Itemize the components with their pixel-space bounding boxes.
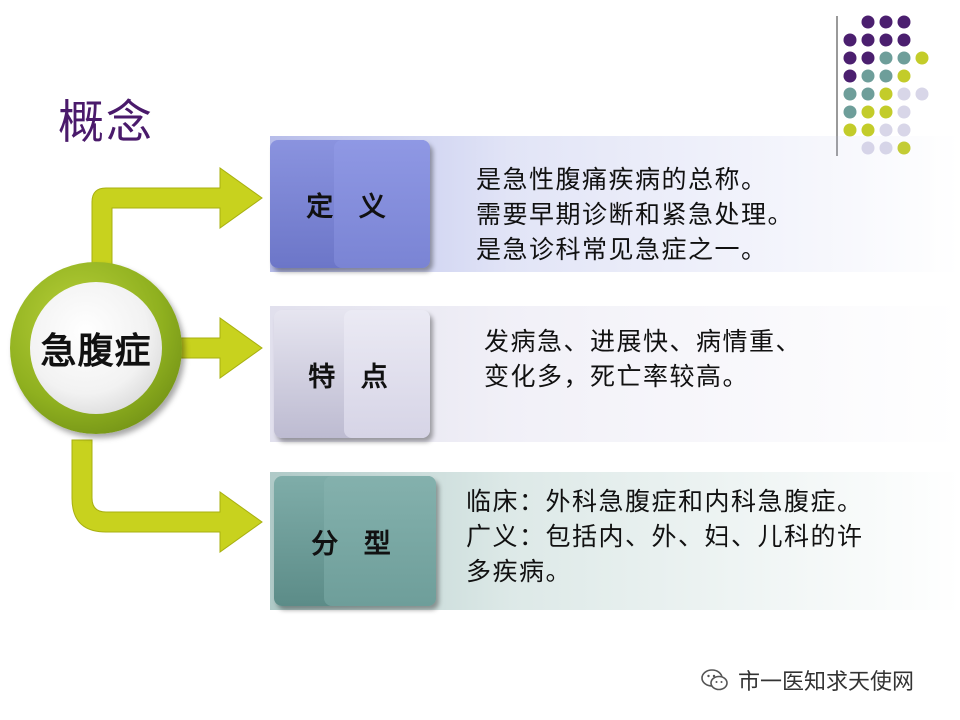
desc-types: 临床：外科急腹症和内科急腹症。 广义：包括内、外、妇、儿科的许 多疾病。 [466,487,864,586]
divider-line [836,16,838,156]
label-features: 特 点 [308,361,396,393]
decorative-dot [879,15,893,29]
decorative-dot [879,51,893,65]
decorative-dot [843,51,857,65]
decorative-dot [897,87,911,101]
label-box-features: 特 点 [274,310,430,438]
decorative-dot [843,87,857,101]
hub-label: 急腹症 [40,331,152,372]
decorative-dot [861,51,875,65]
decorative-dot [861,87,875,101]
decorative-dot [879,105,893,119]
decorative-dot [879,69,893,83]
label-box-types: 分 型 [274,476,436,606]
decorative-dot [843,33,857,47]
decorative-dot [879,33,893,47]
decorative-dot [897,51,911,65]
decorative-dot [897,105,911,119]
desc-features: 发病急、进展快、病情重、 变化多，死亡率较高。 [484,327,803,391]
decorative-dot [843,123,857,137]
watermark: 市一医知求天使网 [700,664,914,696]
decorative-dot-grid [843,15,929,155]
hub-circle: 急腹症 [10,262,182,434]
decorative-dot [915,51,929,65]
decorative-dot [843,105,857,119]
decorative-dot [897,123,911,137]
label-box-definition: 定 义 [270,140,430,268]
label-definition: 定 义 [306,191,394,223]
arrow-to-features [177,317,263,379]
watermark-text: 市一医知求天使网 [738,670,915,695]
row-definition: 定 义 是急性腹痛疾病的总称。 需要早期诊断和紧急处理。 是急诊科常见急症之一。 [270,136,960,272]
decorative-dot [843,69,857,83]
row-types: 分 型 临床：外科急腹症和内科急腹症。 广义：包括内、外、妇、儿科的许 多疾病。 [270,472,960,610]
wechat-icon [701,669,728,691]
row-features: 特 点 发病急、进展快、病情重、 变化多，死亡率较高。 [270,306,960,442]
decorative-dot [861,105,875,119]
decorative-dot [897,69,911,83]
arrow-to-definition [91,167,263,271]
decorative-dot [861,69,875,83]
decorative-dot [897,33,911,47]
page-title: 概念 [58,95,154,149]
label-types: 分 型 [311,528,399,560]
arrow-to-types [71,439,263,553]
desc-definition: 是急性腹痛疾病的总称。 需要早期诊断和紧急处理。 是急诊科常见急症之一。 [476,165,795,264]
decorative-dot [897,15,911,29]
branch-arrows [71,167,263,553]
decorative-dot [879,87,893,101]
decorative-dot [915,87,929,101]
decorative-dot [861,15,875,29]
decorative-dot [879,123,893,137]
decorative-dot [861,33,875,47]
decorative-dot [861,123,875,137]
